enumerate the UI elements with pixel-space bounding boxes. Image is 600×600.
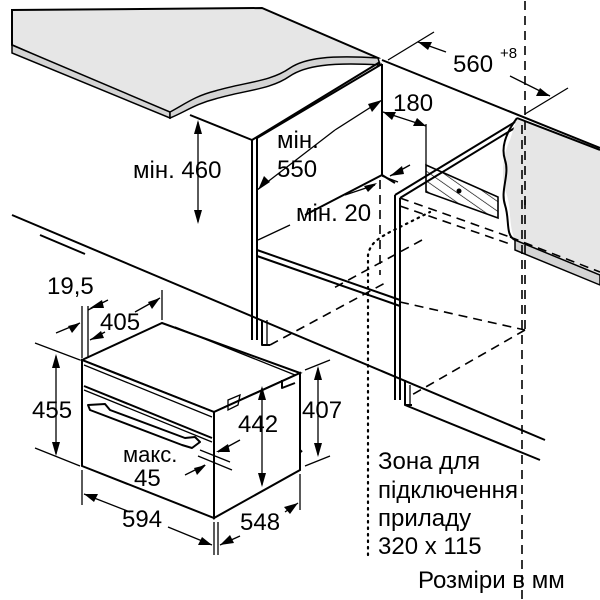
label-body-depth: 548 [240, 509, 280, 536]
label-niche-width: 560 [453, 51, 493, 78]
connection-zone-line-2: підключення [378, 477, 518, 504]
oven [79, 321, 303, 520]
niche-top-edge [381, 59, 600, 149]
connection-zone-outline [366, 210, 432, 557]
niche-front-edge [394, 121, 516, 196]
label-max-value: 45 [134, 465, 161, 492]
label-min-height: мін. 460 [133, 157, 221, 184]
label-side-height: 407 [302, 397, 342, 424]
dimension-lines [34, 31, 569, 555]
label-niche-width-tolerance: +8 [500, 45, 517, 62]
label-min-depth-2: 550 [277, 156, 317, 183]
label-max: макс. [123, 442, 177, 467]
label-min-gap: мін. 20 [296, 200, 371, 227]
niche-outline-dashed [269, 0, 526, 397]
label-top-depth: 405 [100, 309, 140, 336]
labels: мін. 460 мін. 550 мін. 20 180 560 +8 19,… [32, 45, 565, 594]
base-line-back [11, 214, 546, 441]
countertop [11, 6, 382, 120]
label-front-width: 594 [122, 506, 162, 533]
connection-zone-line-4: 320 x 115 [378, 533, 482, 560]
label-rear-gap: 180 [393, 90, 433, 117]
right-cabinet [502, 117, 600, 600]
units-note: Розміри в мм [418, 567, 565, 594]
label-body-height: 442 [238, 411, 278, 438]
connection-zone-line-3: приладу [378, 505, 471, 532]
connection-box [425, 163, 499, 220]
label-front-height: 455 [32, 397, 72, 424]
label-min-depth-1: мін. [277, 127, 319, 154]
label-panel-offset: 19,5 [47, 273, 94, 300]
connection-zone-line-1: Зона для [378, 448, 480, 475]
cabinet-left-side [189, 61, 401, 346]
